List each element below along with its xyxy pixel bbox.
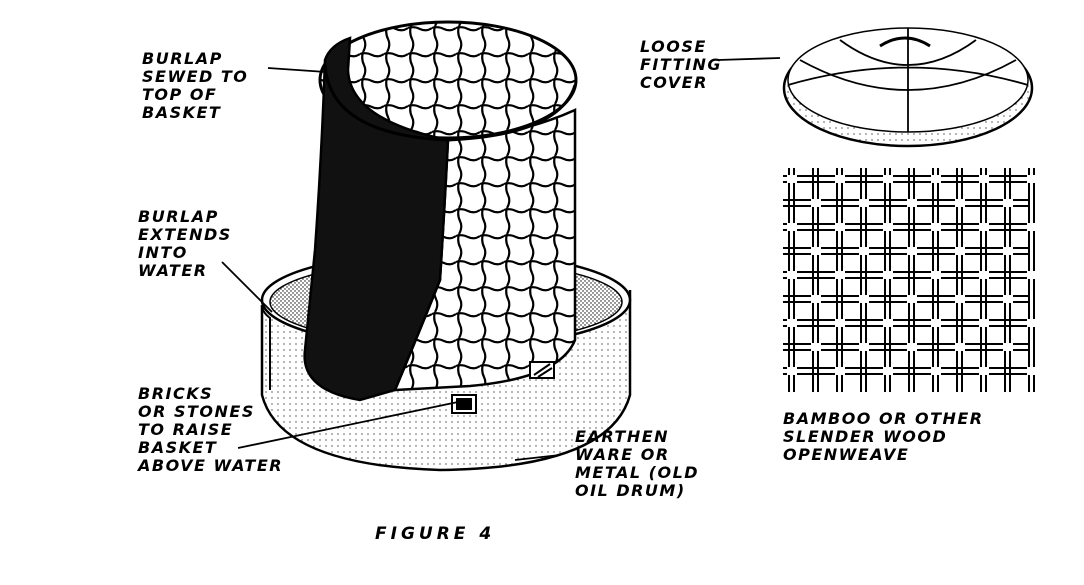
weave-crossing bbox=[883, 223, 893, 231]
weave-crossing bbox=[1027, 175, 1037, 183]
weave-crossing bbox=[907, 343, 917, 351]
weave-crossing bbox=[955, 247, 965, 255]
weave-vertical-strip bbox=[980, 168, 987, 392]
weave-crossing bbox=[979, 223, 989, 231]
weave-vertical-strip bbox=[788, 168, 795, 392]
weave-crossing bbox=[859, 247, 869, 255]
weave-crossing bbox=[931, 223, 941, 231]
weave-horizontal-strip bbox=[783, 271, 1030, 279]
weave-vertical-strip bbox=[1028, 168, 1035, 392]
weave-crossing bbox=[1027, 271, 1037, 279]
weave-horizontal-strip bbox=[783, 367, 1030, 375]
weave-crossing bbox=[907, 199, 917, 207]
weave-crossing bbox=[955, 343, 965, 351]
weave-crossing bbox=[787, 175, 797, 183]
weave-crossing bbox=[931, 367, 941, 375]
weave-crossing bbox=[787, 367, 797, 375]
weave-crossing bbox=[811, 199, 821, 207]
weave-crossing bbox=[931, 271, 941, 279]
basket bbox=[303, 20, 578, 414]
pointer-earthenware bbox=[514, 454, 561, 461]
weave-crossing bbox=[835, 175, 845, 183]
label-cover: LOOSE FITTING COVER bbox=[640, 37, 723, 92]
weave-crossing bbox=[907, 247, 917, 255]
openweave-sample bbox=[783, 168, 1037, 392]
weave-horizontal-strip bbox=[783, 199, 1030, 207]
label-bricks: BRICKS OR STONES TO RAISE BASKET ABOVE W… bbox=[138, 384, 284, 475]
weave-horizontal-strip bbox=[783, 247, 1030, 255]
weave-vertical-strip bbox=[932, 168, 939, 392]
weave-crossing bbox=[1003, 295, 1013, 303]
weave-vertical-strip bbox=[836, 168, 843, 392]
pointer-lines bbox=[221, 57, 781, 461]
figure-title: FIGURE 4 bbox=[375, 524, 496, 544]
weave-crossing bbox=[955, 199, 965, 207]
weave-horizontal-strip bbox=[783, 175, 1030, 183]
weave-crossing bbox=[787, 223, 797, 231]
weave-crossing bbox=[859, 199, 869, 207]
weave-crossing bbox=[979, 367, 989, 375]
weave-crossing bbox=[859, 343, 869, 351]
weave-crossing bbox=[1003, 343, 1013, 351]
label-earthenware: EARTHEN WARE OR METAL (OLD OIL DRUM) bbox=[575, 427, 700, 500]
weave-crossing bbox=[787, 271, 797, 279]
pointer-burlap-sewed bbox=[267, 67, 327, 73]
weave-crossing bbox=[835, 367, 845, 375]
weave-horizontal-strip bbox=[783, 223, 1030, 231]
weave-crossing bbox=[835, 223, 845, 231]
label-burlap-sewed: BURLAP SEWED TO TOP OF BASKET bbox=[142, 49, 249, 122]
weave-crossing bbox=[883, 319, 893, 327]
weave-crossing bbox=[811, 295, 821, 303]
weave-crossing bbox=[1003, 247, 1013, 255]
weave-crossing bbox=[835, 319, 845, 327]
weave-crossing bbox=[955, 295, 965, 303]
weave-crossing bbox=[883, 367, 893, 375]
weave-crossing bbox=[931, 319, 941, 327]
weave-crossing bbox=[1027, 223, 1037, 231]
pointer-bricks bbox=[237, 401, 459, 449]
weave-crossing bbox=[1027, 319, 1037, 327]
pointer-cover bbox=[717, 57, 781, 61]
cover bbox=[782, 27, 1034, 148]
weave-horizontal-strip bbox=[783, 295, 1030, 303]
weave-crossing bbox=[931, 175, 941, 183]
weave-crossing bbox=[787, 319, 797, 327]
label-bamboo: BAMBOO OR OTHER SLENDER WOOD OPENWEAVE bbox=[783, 409, 984, 464]
weave-crossing bbox=[1003, 199, 1013, 207]
label-burlap-extends: BURLAP EXTENDS INTO WATER bbox=[138, 207, 232, 280]
weave-crossing bbox=[979, 271, 989, 279]
weave-crossing bbox=[811, 343, 821, 351]
weave-vertical-strip bbox=[884, 168, 891, 392]
weave-crossing bbox=[907, 295, 917, 303]
weave-horizontal-strip bbox=[783, 343, 1030, 351]
weave-crossing bbox=[1027, 367, 1037, 375]
weave-crossing bbox=[883, 271, 893, 279]
weave-crossing bbox=[859, 295, 869, 303]
weave-crossing bbox=[883, 175, 893, 183]
weave-crossing bbox=[835, 271, 845, 279]
weave-crossing bbox=[979, 175, 989, 183]
weave-crossing bbox=[979, 319, 989, 327]
pointer-burlap-extends bbox=[221, 261, 273, 313]
weave-crossing bbox=[811, 247, 821, 255]
weave-horizontal-strip bbox=[783, 319, 1030, 327]
